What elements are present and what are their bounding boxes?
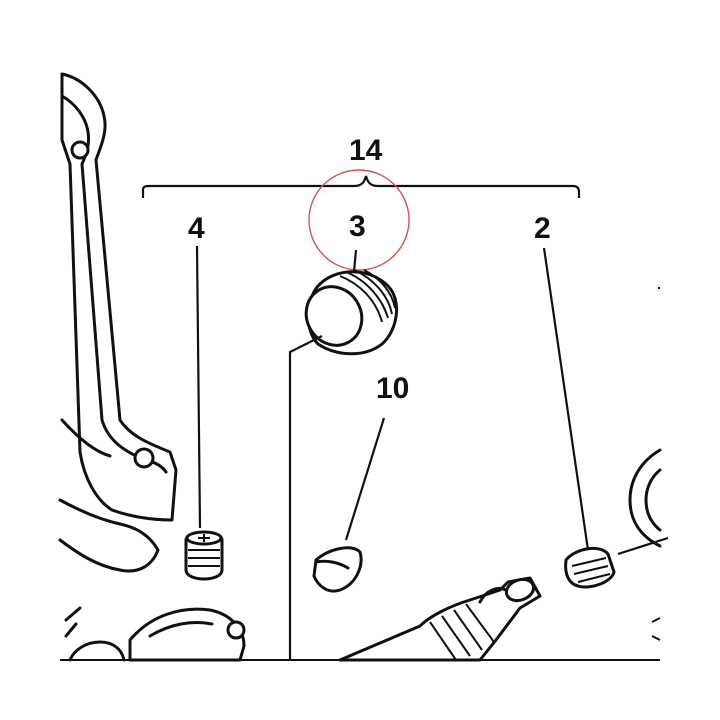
part-10-woodruff-key bbox=[312, 417, 386, 593]
callout-4: 4 bbox=[188, 212, 205, 245]
shaft-assembly bbox=[338, 576, 542, 662]
part-3-threaded-plug bbox=[288, 249, 399, 660]
highlight-circle bbox=[308, 169, 410, 271]
callout-14: 14 bbox=[349, 134, 383, 167]
callout-3: 3 bbox=[349, 210, 366, 243]
part-4-grub-screw bbox=[184, 245, 224, 581]
part-2-grub-screw bbox=[542, 247, 669, 589]
gear-assembly bbox=[64, 606, 246, 662]
callout-2: 2 bbox=[534, 212, 551, 245]
callout-10: 10 bbox=[376, 372, 409, 405]
group-bracket bbox=[141, 175, 581, 198]
right-edge-component bbox=[628, 287, 662, 641]
connecting-rod bbox=[58, 72, 178, 573]
